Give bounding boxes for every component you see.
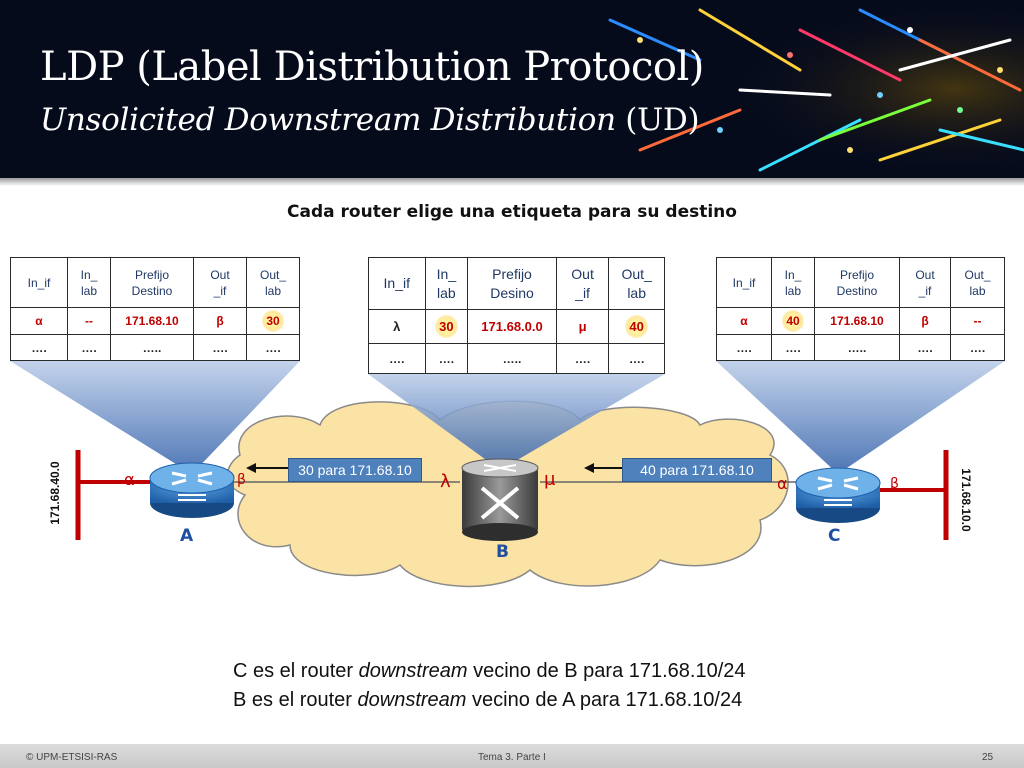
- th-out-if: Out _if: [555, 257, 610, 310]
- router-a-icon: [149, 462, 235, 518]
- header-shadow: [0, 178, 1024, 186]
- cell: λ: [368, 309, 426, 344]
- network-left-label: 171.68.40.0: [48, 461, 62, 525]
- beam-table-a: [10, 361, 300, 474]
- cell: β: [899, 307, 951, 335]
- note-1-post: vecino de B para 171.68.10/24: [467, 660, 746, 682]
- cell: β: [193, 307, 247, 335]
- cell-highlighted: 40: [608, 309, 665, 344]
- note-2-em: downstream: [357, 689, 467, 711]
- router-b-if-left: λ: [440, 471, 451, 492]
- cell: 171.68.0.0: [467, 309, 557, 344]
- arrowhead-to-b: [584, 463, 594, 473]
- th-in-lab: In_ lab: [67, 257, 111, 308]
- footer-bar: [0, 744, 1024, 768]
- cell: ….: [608, 343, 665, 374]
- cell: …..: [814, 334, 900, 361]
- th-out-if: Out _if: [193, 257, 247, 308]
- router-a-if-left: α: [124, 470, 135, 489]
- highlighted-label: 40: [625, 315, 648, 338]
- slide-title: LDP (Label Distribution Protocol): [40, 44, 704, 90]
- th-prefijo: Prefijo Destino: [110, 257, 194, 308]
- th-out-lab: Out_ lab: [246, 257, 300, 308]
- arrowhead-to-a: [246, 463, 256, 473]
- router-b-if-right: μ: [544, 469, 556, 490]
- th-in-if: In_if: [368, 257, 426, 310]
- cell-highlighted: 30: [246, 307, 300, 335]
- cell: ….: [193, 334, 247, 361]
- cell-highlighted: 40: [771, 307, 815, 335]
- label-table-router-c: In_if In_ lab Prefijo Destino Out _if Ou…: [716, 257, 1005, 361]
- cell: --: [950, 307, 1005, 335]
- router-c-name: C: [828, 526, 841, 546]
- cell: ….: [716, 334, 772, 361]
- cell: 171.68.10: [814, 307, 900, 335]
- slide-subtitle: Unsolicited Downstream Distribution (UD): [40, 102, 700, 138]
- cell: ….: [424, 343, 469, 374]
- cell: ….: [246, 334, 300, 361]
- label-message-to-a: 30 para 171.68.10: [288, 458, 422, 482]
- router-b-name: B: [496, 542, 509, 562]
- note-2-pre: B es el router: [233, 689, 358, 711]
- note-line-1: C es el router downstream vecino de B pa…: [233, 660, 746, 683]
- cell: α: [716, 307, 772, 335]
- cell: …..: [110, 334, 194, 361]
- footer-topic: Tema 3. Parte I: [478, 752, 546, 763]
- note-line-2: B es el router downstream vecino de A pa…: [233, 689, 742, 712]
- highlighted-label: 30: [262, 310, 284, 332]
- note-1-em: downstream: [358, 660, 468, 682]
- cell: α: [10, 307, 68, 335]
- cell: μ: [555, 309, 610, 344]
- th-in-lab: In_ lab: [771, 257, 815, 308]
- cell: --: [67, 307, 111, 335]
- fiber-optic-image: [560, 0, 1024, 178]
- subtitle-plain: (UD): [615, 102, 700, 138]
- router-c-if-left: α: [777, 474, 788, 493]
- th-out-if: Out _if: [899, 257, 951, 308]
- cell: ….: [899, 334, 951, 361]
- router-a-name: A: [180, 526, 194, 546]
- cell: ….: [555, 343, 610, 374]
- th-prefijo: Prefijo Desino: [467, 257, 557, 310]
- footer-copyright: © UPM-ETSISI-RAS: [26, 752, 118, 763]
- highlighted-label: 30: [435, 315, 458, 338]
- cell: …..: [467, 343, 557, 374]
- title-banner: LDP (Label Distribution Protocol) Unsoli…: [0, 0, 1024, 178]
- router-c-icon: [795, 467, 881, 523]
- highlighted-label: 40: [782, 310, 804, 332]
- cell: ….: [771, 334, 815, 361]
- router-a-if-right: β: [237, 472, 246, 488]
- router-c-if-right: β: [890, 476, 899, 492]
- cell: 171.68.10: [110, 307, 194, 335]
- beam-table-b: [368, 374, 665, 470]
- cell: ….: [10, 334, 68, 361]
- th-out-lab: Out_ lab: [608, 257, 665, 310]
- th-in-if: In_if: [10, 257, 68, 308]
- caption: Cada router elige una etiqueta para su d…: [287, 202, 737, 222]
- cell: ….: [950, 334, 1005, 361]
- th-in-lab: In_ lab: [424, 257, 469, 310]
- th-in-if: In_if: [716, 257, 772, 308]
- label-table-router-b: In_if In_ lab Prefijo Desino Out _if Out…: [368, 257, 665, 374]
- cell: ….: [368, 343, 426, 374]
- cell: ….: [67, 334, 111, 361]
- label-table-router-a: In_if In_ lab Prefijo Destino Out _if Ou…: [10, 257, 300, 361]
- cell-highlighted: 30: [424, 309, 469, 344]
- router-b-icon: [461, 458, 539, 541]
- note-2-post: vecino de A para 171.68.10/24: [466, 689, 743, 711]
- label-message-to-b: 40 para 171.68.10: [622, 458, 772, 482]
- network-right-label: 171.68.10.0: [959, 468, 973, 532]
- beam-table-c: [716, 361, 1005, 474]
- th-prefijo: Prefijo Destino: [814, 257, 900, 308]
- subtitle-italic: Unsolicited Downstream Distribution: [40, 102, 616, 138]
- th-out-lab: Out_ lab: [950, 257, 1005, 308]
- note-1-pre: C es el router: [233, 660, 359, 682]
- slide-number: 25: [982, 752, 994, 763]
